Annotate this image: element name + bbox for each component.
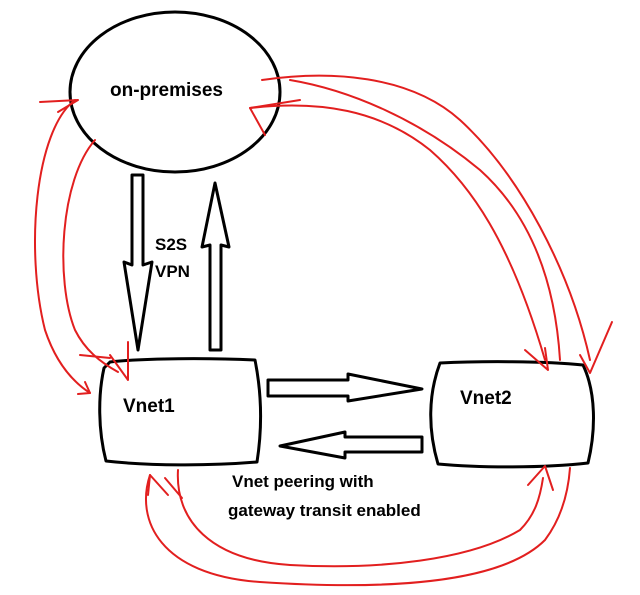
flow-arrowhead: [527, 465, 554, 491]
vnet2-node: [429, 360, 595, 469]
vnet2-label: Vnet2: [460, 388, 512, 409]
traffic-flow-annotations: [34, 74, 613, 587]
s2s-down-arrow: [122, 173, 154, 352]
flow-onprem-to-vnet2-outer: [261, 74, 591, 361]
flow-onprem-to-vnet1-outer: [34, 99, 91, 394]
flow-arrowhead: [147, 474, 169, 496]
flow-arrowhead: [77, 381, 91, 395]
s2s-label-line1: S2S: [155, 235, 187, 254]
flow-arrowhead: [579, 321, 613, 374]
vnet1-label: Vnet1: [123, 396, 175, 417]
flow-arrowhead: [524, 347, 549, 371]
flow-arrowhead: [39, 99, 79, 113]
flow-onprem-to-vnet2-inner: [249, 104, 546, 361]
s2s-up-arrow: [200, 181, 231, 352]
peering-label-line1: Vnet peering with: [232, 472, 374, 491]
flow-arrowhead: [249, 99, 301, 136]
flow-vnet1-to-vnet2-inner: [176, 469, 544, 568]
flow-arrowhead: [79, 341, 129, 381]
on-premises-label: on-premises: [110, 80, 223, 101]
on-premises-node: [68, 10, 282, 174]
peering-label-line2: gateway transit enabled: [228, 501, 421, 520]
s2s-label-line2: VPN: [155, 262, 190, 281]
flow-onprem-to-vnet1-inner: [62, 139, 119, 373]
vnet1-node: [98, 357, 263, 467]
flow-vnet2-to-onprem: [289, 79, 561, 361]
flow-arrowhead: [164, 477, 183, 499]
flow-vnet1-to-vnet2-outer: [145, 467, 571, 587]
peering-left-arrow: [278, 430, 424, 460]
peering-right-arrow: [266, 372, 424, 403]
